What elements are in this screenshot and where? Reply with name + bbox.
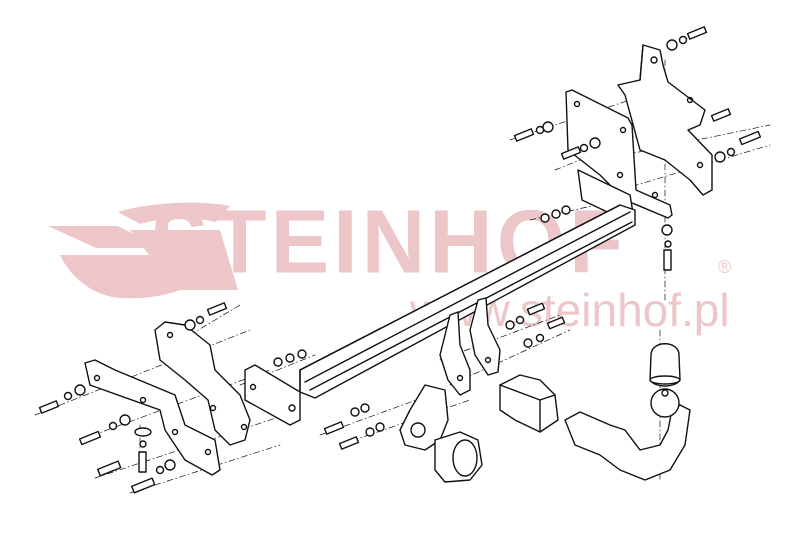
electrical-socket	[434, 431, 483, 483]
tow-ball-neck	[564, 388, 691, 481]
fasteners	[38, 26, 762, 494]
left-outer-plate	[84, 359, 221, 476]
drop-brackets	[439, 297, 501, 396]
crossbar-left-endplate	[244, 364, 301, 426]
receiver-block	[499, 374, 559, 433]
right-inner-bracket	[617, 44, 713, 196]
socket-plate	[399, 384, 449, 451]
registered-mark: ®	[718, 257, 732, 277]
ball-cap	[649, 343, 681, 387]
crossbar	[299, 204, 636, 399]
